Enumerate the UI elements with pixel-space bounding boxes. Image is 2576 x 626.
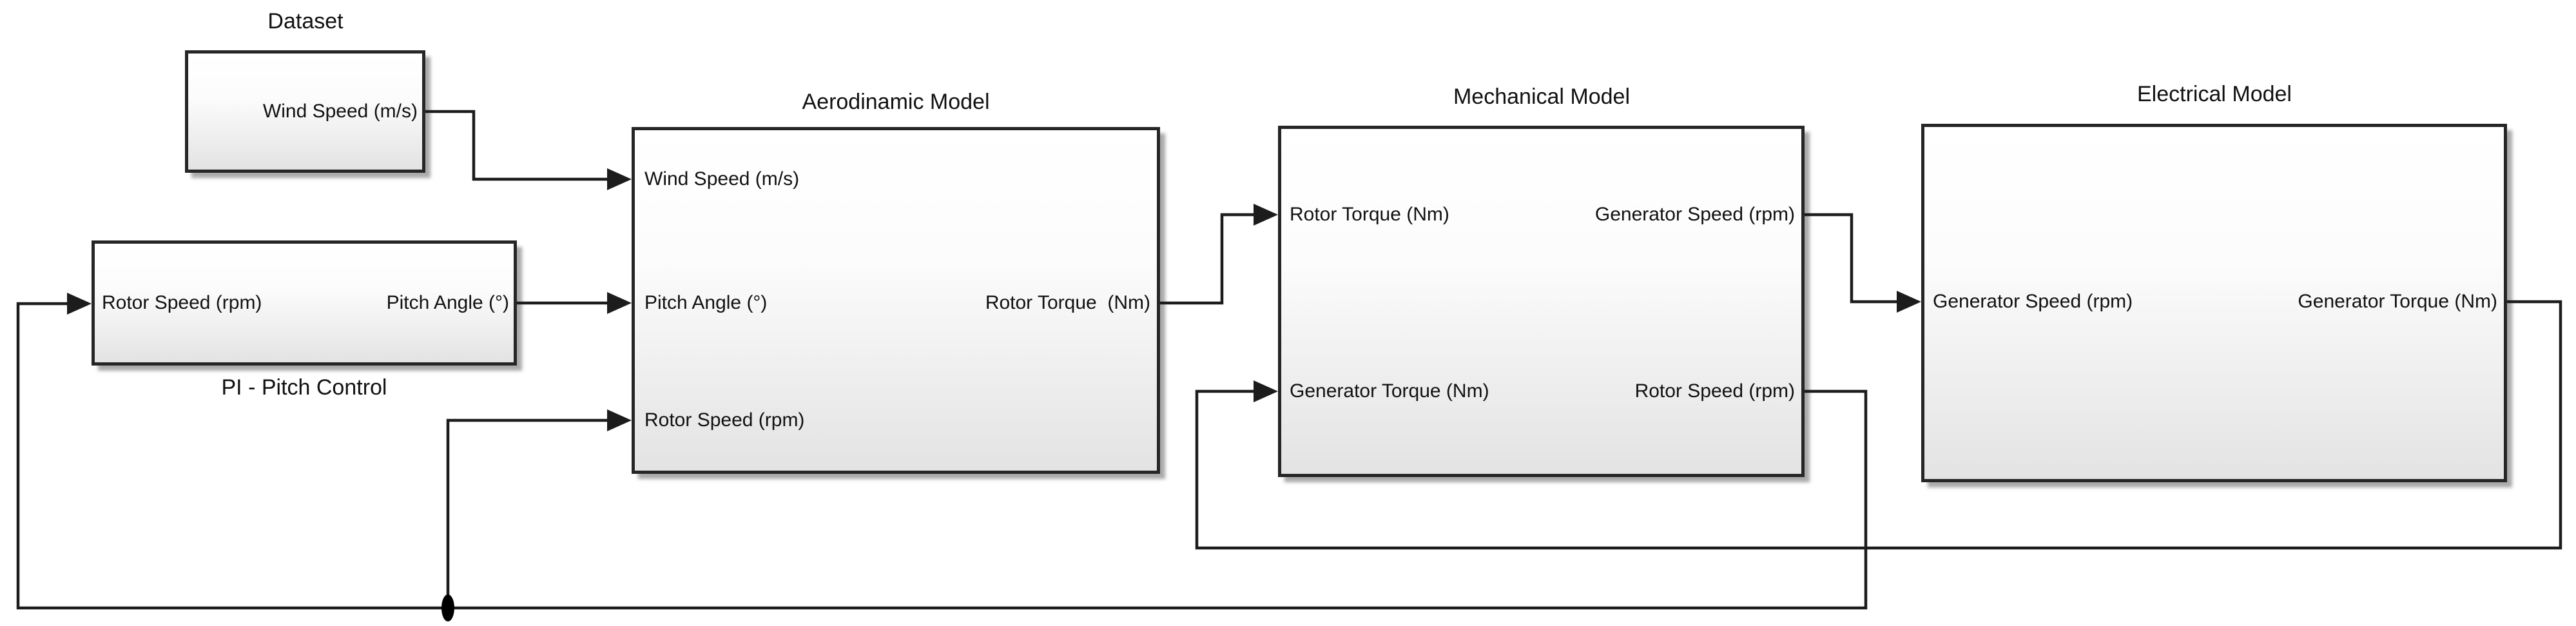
wire-aero-to-mech-rotor-torque[interactable]	[1160, 213, 1254, 305]
port-label-elec-generator-speed-in: Generator Speed (rpm)	[1933, 291, 2133, 312]
arrowhead-mech-generator-torque-icon	[1254, 380, 1278, 402]
port-label-mech-generator-torque-in: Generator Torque (Nm)	[1290, 380, 1489, 402]
block-title-electrical-model: Electrical Model	[2137, 82, 2292, 106]
wire-mech-rotor-speed-to-pi-feedback[interactable]	[16, 302, 1868, 610]
arrowhead-elec-generator-speed-icon	[1897, 291, 1921, 313]
block-title-mechanical-model: Mechanical Model	[1453, 84, 1631, 109]
port-label-aero-rotor-torque-out: Rotor Torque (Nm)	[985, 292, 1150, 313]
port-label-pi-rotor-speed-in: Rotor Speed (rpm)	[102, 292, 262, 313]
port-label-mech-rotor-speed-out: Rotor Speed (rpm)	[1634, 380, 1795, 402]
block-aerodinamic-model[interactable]	[632, 127, 1160, 474]
wire-elec-to-mech-generator-torque-feedback[interactable]	[1195, 300, 2562, 550]
port-label-aero-wind-speed-in: Wind Speed (m/s)	[644, 168, 800, 190]
block-mechanical-model[interactable]	[1278, 126, 1805, 477]
wire-branch-to-aero-rotor-speed[interactable]	[446, 418, 607, 608]
arrowhead-aero-rotor-speed-icon	[607, 409, 632, 431]
port-label-mech-rotor-torque-in: Rotor Torque (Nm)	[1290, 204, 1449, 225]
block-electrical-model[interactable]	[1921, 124, 2507, 482]
block-title-pi-pitch-control: PI - Pitch Control	[221, 375, 387, 400]
block-pi-pitch-control[interactable]	[92, 240, 517, 366]
junction-dot-icon	[441, 594, 454, 621]
arrowhead-aero-pitch-angle-icon	[607, 292, 632, 314]
block-title-dataset: Dataset	[267, 9, 344, 34]
arrowhead-pi-rotor-speed-icon	[67, 293, 92, 315]
arrowhead-mech-rotor-torque-icon	[1254, 204, 1278, 226]
block-title-aerodinamic-model: Aerodinamic Model	[802, 90, 990, 114]
port-label-aero-rotor-speed-in: Rotor Speed (rpm)	[644, 409, 805, 431]
wire-mech-to-elec-generator-speed[interactable]	[1805, 213, 1897, 304]
port-label-aero-pitch-angle-in: Pitch Angle (°)	[644, 292, 768, 313]
port-label-dataset-wind-speed-out: Wind Speed (m/s)	[262, 101, 418, 122]
port-label-pi-pitch-angle-out: Pitch Angle (°)	[386, 292, 509, 313]
port-label-elec-generator-torque-out: Generator Torque (Nm)	[2298, 291, 2497, 312]
wire-dataset-to-aero-wind-speed[interactable]	[425, 110, 607, 181]
block-dataset[interactable]	[185, 50, 425, 173]
arrowhead-aero-wind-speed-icon	[607, 168, 632, 190]
port-label-mech-generator-speed-out: Generator Speed (rpm)	[1594, 204, 1795, 225]
